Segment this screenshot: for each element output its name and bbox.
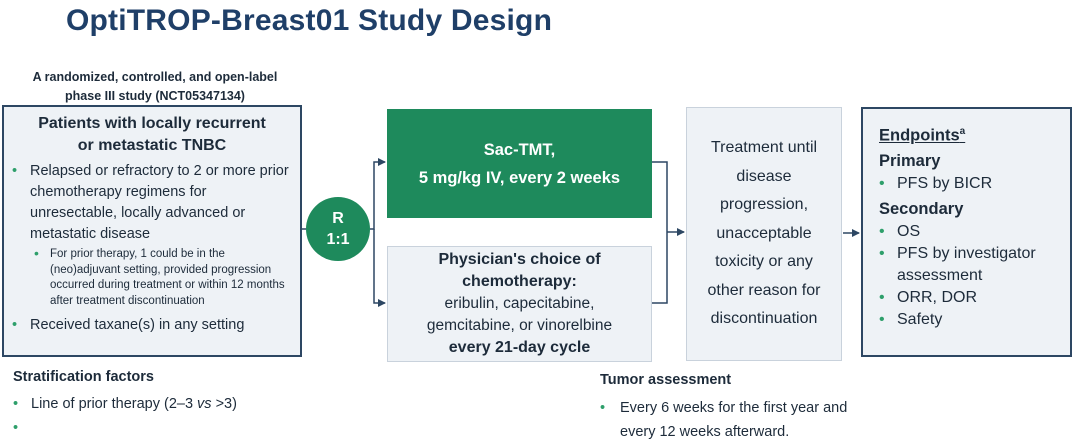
treatment-duration-box: Treatment until disease progression, una… — [686, 107, 842, 361]
treatment-text-line: discontinuation — [710, 310, 818, 327]
primary-endpoint-list: • PFS by BICR — [879, 173, 1070, 195]
randomization-ratio: 1:1 — [326, 231, 350, 248]
endpoint-text: PFS by investigator assessment — [897, 244, 1036, 284]
endpoints-heading-text: Endpoints — [879, 126, 960, 145]
eligibility-item-text: Relapsed or refractory to 2 or more prio… — [30, 163, 289, 242]
experimental-arm-box: Sac-TMT, 5 mg/kg IV, every 2 weeks — [387, 109, 652, 218]
experimental-arm-drug: Sac-TMT, — [483, 140, 556, 159]
eligibility-item: • Relapsed or refractory to 2 or more pr… — [12, 161, 292, 245]
bullet-icon: • — [12, 317, 18, 334]
bullet-icon: • — [600, 400, 606, 416]
arm-merge-bracket — [652, 161, 668, 304]
randomization-circle: R 1:1 — [306, 197, 370, 261]
bullet-icon: • — [13, 420, 19, 436]
secondary-endpoint-list: • OS • PFS by investigator assessment • ORR… — [879, 221, 1070, 331]
stratification-item: • Line of prior therapy (2–3 vs >3) — [13, 392, 313, 416]
eligibility-subitem: • For prior therapy, 1 could be in the (… — [12, 245, 292, 309]
control-arm-cycle: every 21-day cycle — [448, 339, 591, 356]
control-arm-drugs-line2: gemcitabine, or vinorelbine — [426, 317, 613, 334]
treatment-text-line: disease — [736, 167, 792, 185]
bullet-icon: • — [879, 174, 885, 192]
treatment-text-line: unacceptable — [716, 224, 812, 242]
treatment-text-line: progression, — [719, 196, 809, 213]
endpoint-item: • PFS by BICR — [879, 173, 1070, 195]
study-description-line2: phase III study (NCT05347134) — [65, 89, 245, 103]
control-arm-box: Physician's choice of chemotherapy: erib… — [387, 246, 652, 362]
arrow-to-experimental-arm — [370, 158, 386, 230]
endpoints-footnote-marker: a — [959, 126, 966, 137]
primary-endpoint-label: Primary — [879, 151, 941, 170]
endpoint-item: • ORR, DOR — [879, 287, 1070, 309]
tumor-assessment-title: Tumor assessment — [600, 372, 732, 388]
control-arm-title-line2: chemotherapy: — [462, 273, 577, 290]
bullet-icon: • — [879, 288, 885, 306]
endpoint-text: ORR, DOR — [897, 288, 977, 306]
treatment-text-line: Treatment until — [710, 139, 818, 156]
endpoint-item: • Safety — [879, 309, 1070, 331]
arrow-to-control-arm — [373, 229, 386, 307]
endpoints-heading: Endpointsa — [879, 121, 1070, 147]
randomization-label: R — [332, 210, 344, 227]
bullet-icon: • — [879, 310, 885, 328]
page-title: OptiTROP-Breast01 Study Design — [66, 4, 553, 37]
experimental-arm-dose: 5 mg/kg IV, every 2 weeks — [418, 168, 621, 187]
endpoint-item: • PFS by investigator assessment — [879, 243, 1070, 287]
patients-title-line1: Patients with locally recurrent — [38, 115, 266, 132]
eligibility-item: • Received taxane(s) in any setting — [12, 315, 292, 336]
study-description: A randomized, controlled, and open-label… — [10, 68, 300, 106]
endpoint-text: PFS by BICR — [897, 174, 993, 192]
bullet-icon: • — [12, 163, 18, 179]
stratification-title: Stratification factors — [13, 369, 154, 385]
stratification-text: >3) — [211, 396, 237, 412]
patients-box: Patients with locally recurrent or metas… — [2, 105, 302, 357]
endpoint-text: Safety — [897, 310, 943, 328]
eligibility-list: • Relapsed or refractory to 2 or more pr… — [12, 161, 292, 336]
stratification-text: Line of prior therapy (2–3 — [31, 396, 198, 412]
endpoints-box: Endpointsa Primary • PFS by BICR Secondar… — [861, 107, 1072, 357]
bullet-icon: • — [13, 396, 19, 412]
bullet-icon: • — [879, 222, 885, 240]
treatment-text-line: toxicity or any — [715, 253, 813, 270]
patients-title: Patients with locally recurrent or metas… — [12, 113, 292, 157]
bullet-icon: • — [879, 244, 885, 262]
study-description-line1: A randomized, controlled, and open-label — [32, 70, 278, 84]
eligibility-subitem-text: For prior therapy, 1 could be in the (ne… — [50, 248, 285, 307]
patients-title-line2: or metastatic TNBC — [77, 137, 227, 154]
bullet-icon: • — [34, 245, 39, 261]
control-arm-drugs-line1: eribulin, capecitabine, — [444, 295, 595, 312]
stratification-text-italic: vs — [197, 396, 212, 412]
tumor-assessment-text: Every 6 weeks for the first year and eve… — [620, 400, 848, 440]
eligibility-item-text: Received taxane(s) in any setting — [30, 317, 245, 334]
endpoint-text: OS — [897, 222, 921, 240]
stratification-list: • Line of prior therapy (2–3 vs >3) • — [13, 392, 313, 436]
endpoint-item: • OS — [879, 221, 1070, 243]
secondary-endpoint-label: Secondary — [879, 199, 964, 218]
treatment-text-line: other reason for — [707, 281, 821, 299]
control-arm-title-line1: Physician's choice of — [438, 251, 601, 268]
tumor-assessment-item: • Every 6 weeks for the first year and ev… — [600, 396, 860, 444]
tumor-assessment-list: • Every 6 weeks for the first year and ev… — [600, 396, 860, 444]
